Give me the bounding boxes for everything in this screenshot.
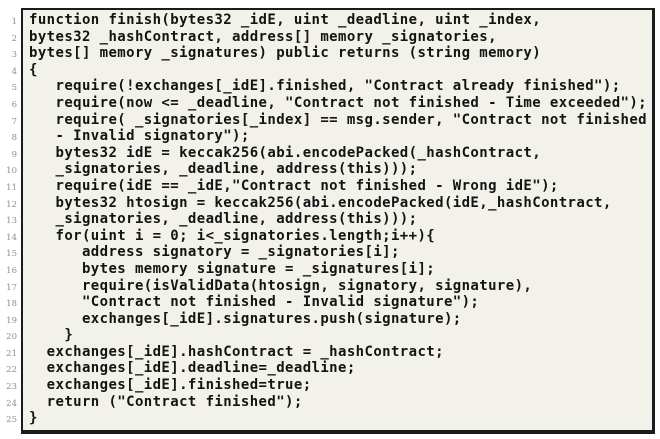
line-number: 7 (11, 116, 17, 127)
line-number: 10 (6, 166, 17, 177)
line-number: 20 (6, 332, 17, 343)
code-line: } (29, 327, 74, 344)
code-line: bytes32 htosign = keccak256(abi.encodePa… (29, 194, 612, 211)
code-line: require(now <= _deadline, "Contract not … (29, 94, 648, 111)
code-line: exchanges[_idE].signatures.push(signatur… (29, 310, 462, 327)
code-line: bytes32 idE = keccak256(abi.encodePacked… (29, 144, 542, 161)
code-line: address signatory = _signatories[i]; (29, 244, 400, 261)
code-line: { (29, 61, 38, 78)
line-number: 4 (11, 66, 17, 77)
code-line: exchanges[_idE].finished=true; (29, 377, 312, 394)
line-number: 17 (6, 282, 17, 293)
code-line: function finish(bytes32 _idE, uint _dead… (29, 12, 542, 28)
code-line: bytes32 _hashContract, address[] memory … (29, 28, 497, 45)
line-number: 11 (6, 182, 17, 193)
code-line: exchanges[_idE].hashContract = _hashCont… (29, 343, 444, 360)
code-line: _signatories, _deadline, address(this)))… (29, 211, 418, 228)
code-line: return ("Contract finished"); (29, 393, 303, 410)
line-number: 25 (6, 415, 17, 426)
line-number: 1 (11, 17, 17, 27)
line-number: 22 (6, 365, 17, 376)
line-number: 6 (11, 99, 17, 110)
code-line: } (29, 410, 38, 427)
code-line: require(!exchanges[_idE].finished, "Cont… (29, 78, 621, 95)
code-line: require( _signatories[_index] == msg.sen… (29, 111, 648, 128)
line-number: 15 (6, 249, 17, 260)
code-line: - Invalid signatory"); (29, 128, 250, 145)
code-line: exchanges[_idE].deadline=_deadline; (29, 360, 356, 377)
code-frame: function finish(bytes32 _idE, uint _dead… (21, 8, 656, 434)
code-line: require(isValidData(htosign, signatory, … (29, 277, 533, 294)
line-number: 23 (6, 382, 17, 393)
line-number: 2 (11, 33, 17, 44)
line-number: 14 (6, 232, 17, 243)
code-line: "Contract not finished - Invalid signatu… (29, 294, 480, 311)
line-number: 3 (11, 50, 17, 61)
line-number: 19 (6, 315, 17, 326)
code-line: _signatories, _deadline, address(this)))… (29, 161, 418, 178)
line-number: 12 (6, 199, 17, 210)
line-number: 24 (6, 398, 17, 409)
line-number: 21 (6, 348, 17, 359)
code-line: require(idE == _idE,"Contract not finish… (29, 177, 559, 194)
line-number: 8 (11, 133, 17, 144)
code-line: for(uint i = 0; i<_signatories.length;i+… (29, 227, 436, 244)
code-line: bytes memory signature = _signatures[i]; (29, 260, 436, 277)
line-number: 13 (6, 216, 17, 227)
line-number: 9 (11, 149, 17, 160)
code-line: bytes[] memory _signatures) public retur… (29, 45, 542, 62)
line-number: 5 (11, 83, 17, 94)
line-number: 16 (6, 265, 17, 276)
line-number: 18 (6, 299, 17, 310)
